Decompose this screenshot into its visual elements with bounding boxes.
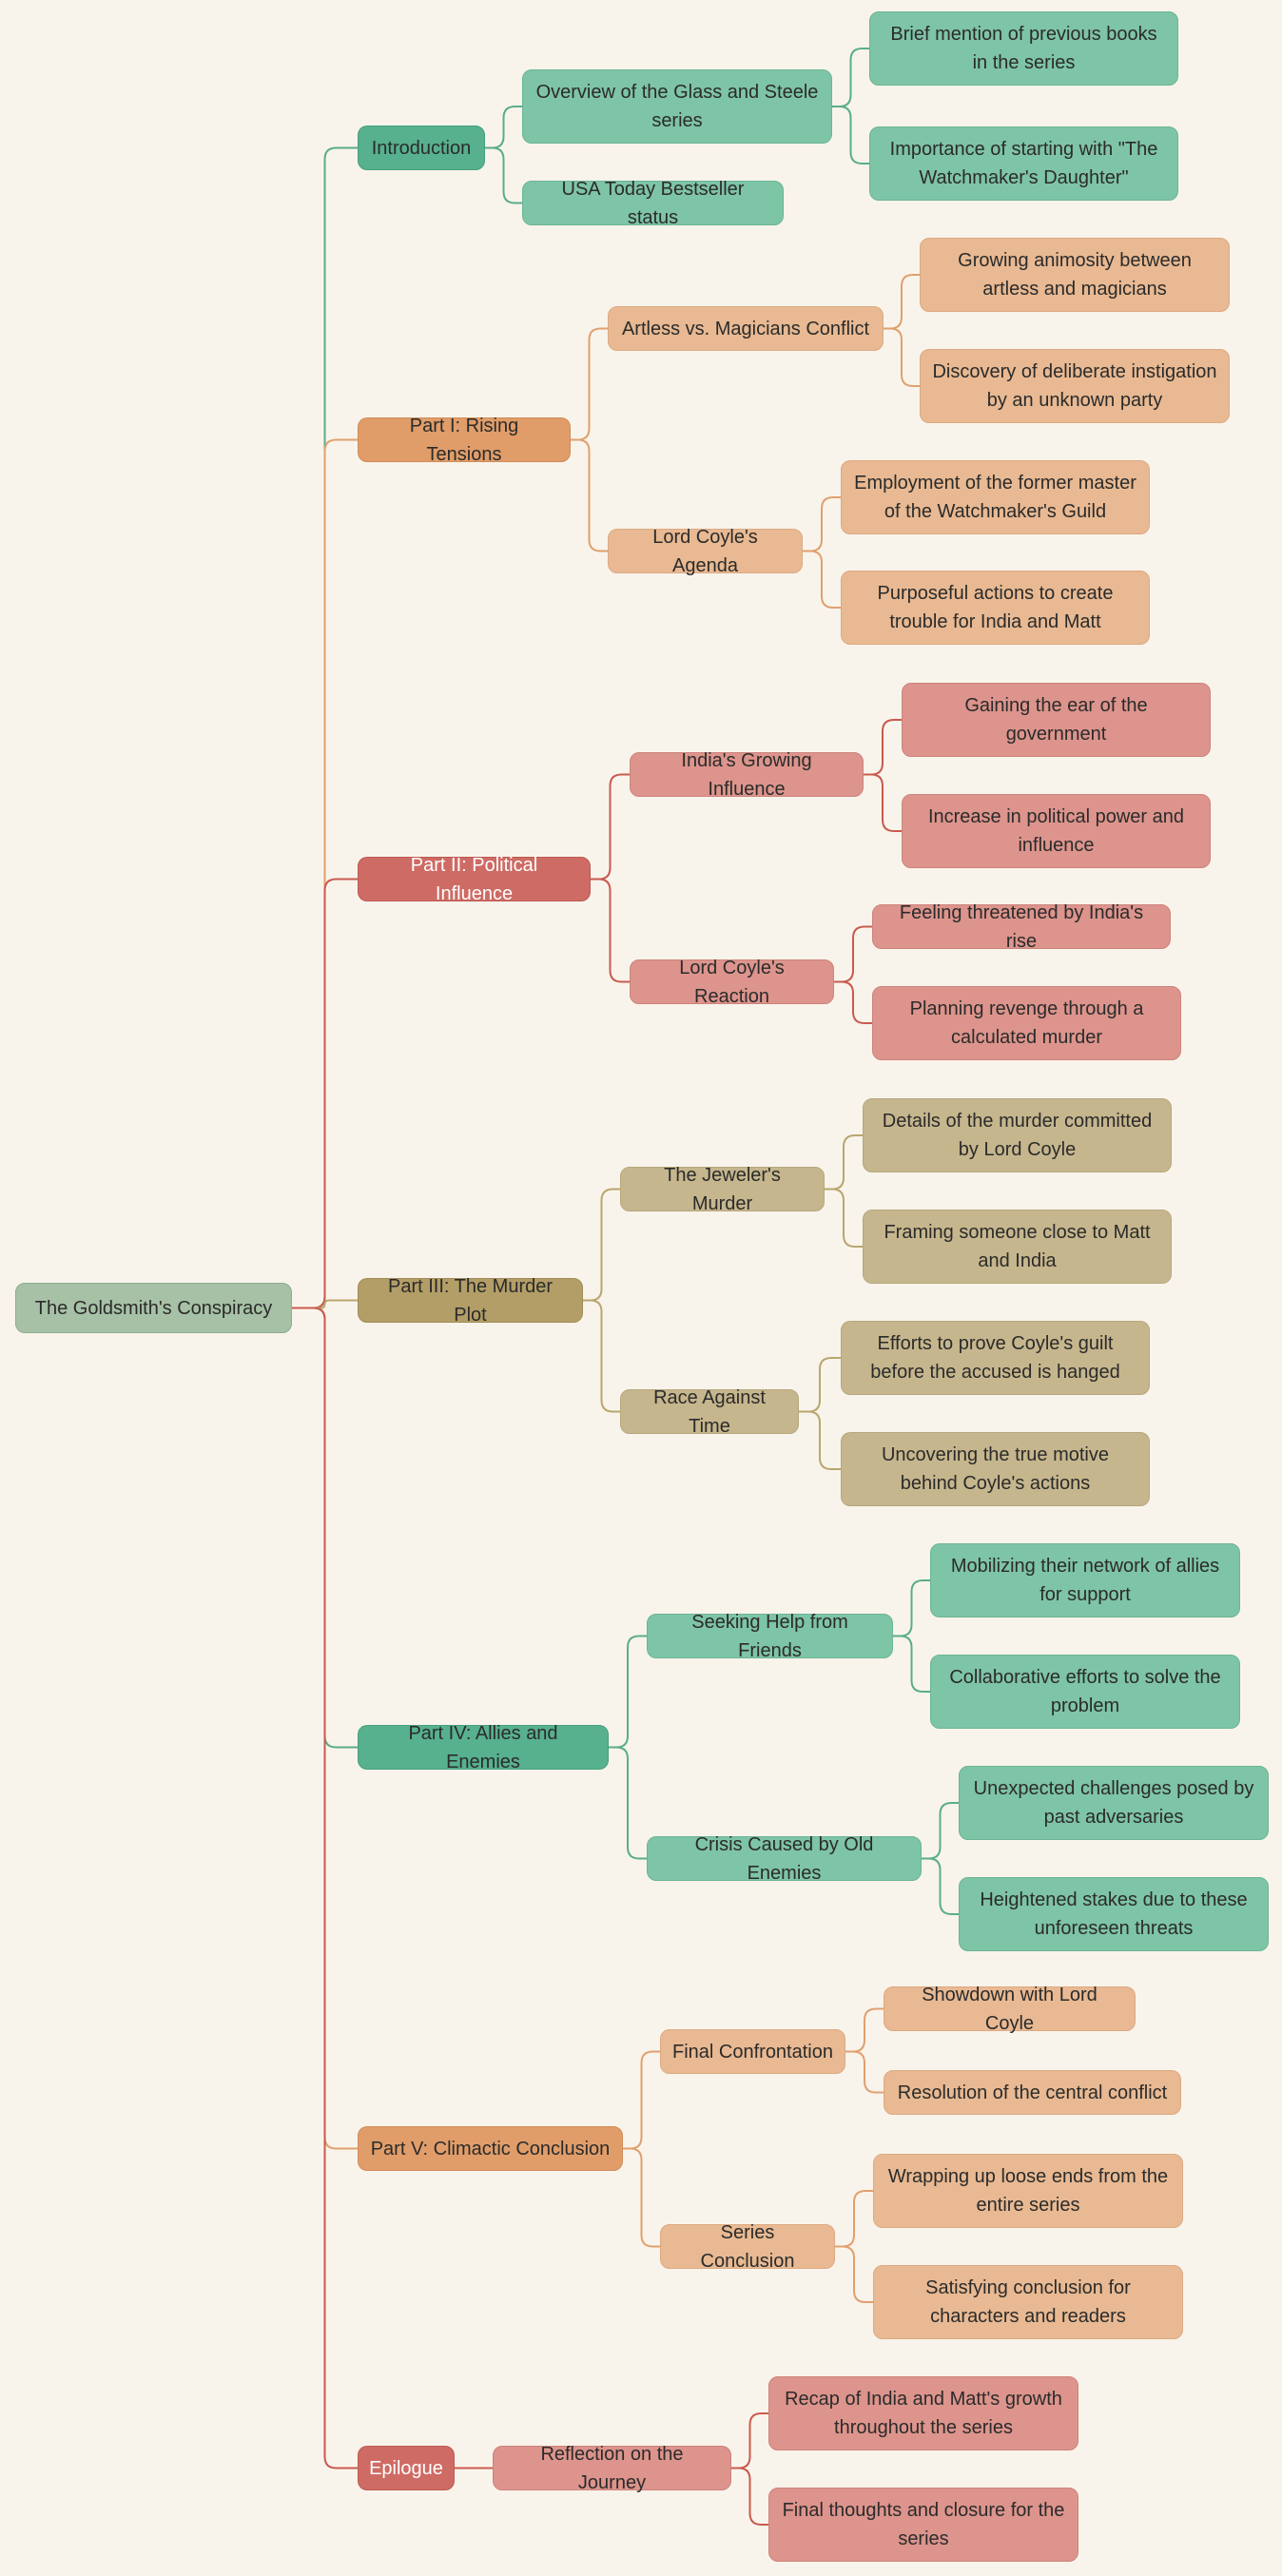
branch-node[interactable]: Part II: Political Influence bbox=[358, 855, 591, 904]
connector-root-to-branch bbox=[292, 1307, 358, 2469]
connector-branch-to-topic bbox=[623, 2147, 660, 2248]
connector-branch-to-topic bbox=[609, 1746, 647, 1860]
connector-topic-to-detail bbox=[825, 1134, 863, 1191]
detail-node[interactable]: Growing animosity between artless and ma… bbox=[920, 238, 1230, 312]
topic-node[interactable]: Overview of the Glass and Steele series bbox=[522, 69, 832, 144]
detail-node[interactable]: Importance of starting with "The Watchma… bbox=[869, 126, 1178, 201]
connector-topic-to-detail bbox=[835, 2190, 873, 2248]
root-node[interactable]: The Goldsmith's Conspiracy bbox=[15, 1283, 292, 1333]
detail-node[interactable]: Increase in political power and influenc… bbox=[902, 794, 1211, 868]
topic-node[interactable]: Lord Coyle's Agenda bbox=[608, 527, 803, 576]
detail-node[interactable]: Recap of India and Matt's growth through… bbox=[768, 2376, 1078, 2450]
detail-node[interactable]: Employment of the former master of the W… bbox=[841, 460, 1150, 534]
connector-branch-to-topic bbox=[623, 2050, 660, 2150]
detail-node[interactable]: Framing someone close to Matt and India bbox=[863, 1210, 1172, 1284]
connector-branch-to-topic bbox=[571, 438, 608, 552]
connector-branch-to-topic bbox=[591, 878, 630, 983]
connector-topic-to-detail bbox=[731, 2467, 768, 2526]
detail-node[interactable]: Details of the murder committed by Lord … bbox=[863, 1098, 1172, 1172]
branch-node[interactable]: Part IV: Allies and Enemies bbox=[358, 1723, 609, 1772]
connector-topic-to-detail bbox=[922, 1857, 959, 1915]
connector-topic-to-detail bbox=[799, 1410, 841, 1470]
topic-node[interactable]: Final Confrontation bbox=[660, 2029, 845, 2074]
topic-node[interactable]: India's Growing Influence bbox=[630, 750, 864, 800]
connector-topic-to-detail bbox=[845, 2050, 884, 2094]
connector-branch-to-topic bbox=[609, 1635, 647, 1749]
connector-branch-to-topic bbox=[583, 1188, 620, 1302]
connector-root-to-branch bbox=[292, 1299, 358, 1309]
detail-node[interactable]: Resolution of the central conflict bbox=[884, 2070, 1181, 2115]
connector-topic-to-detail bbox=[864, 773, 902, 832]
detail-node[interactable]: Wrapping up loose ends from the entire s… bbox=[873, 2154, 1183, 2228]
detail-node[interactable]: Uncovering the true motive behind Coyle'… bbox=[841, 1432, 1150, 1506]
detail-node[interactable]: Satisfying conclusion for characters and… bbox=[873, 2265, 1183, 2339]
connector-topic-to-detail bbox=[834, 925, 872, 983]
connector-root-to-branch bbox=[292, 878, 358, 1309]
detail-node[interactable]: Efforts to prove Coyle's guilt before th… bbox=[841, 1321, 1150, 1395]
detail-node[interactable]: Unexpected challenges posed by past adve… bbox=[959, 1766, 1269, 1840]
connector-branch-to-topic bbox=[583, 1299, 620, 1413]
detail-node[interactable]: Gaining the ear of the government bbox=[902, 683, 1211, 757]
detail-node[interactable]: Planning revenge through a calculated mu… bbox=[872, 986, 1181, 1060]
connector-topic-to-detail bbox=[893, 1579, 930, 1637]
connector-topic-to-detail bbox=[884, 327, 920, 387]
connector-topic-to-detail bbox=[832, 48, 869, 107]
connector-branch-to-topic bbox=[571, 327, 608, 441]
topic-node[interactable]: Seeking Help from Friends bbox=[647, 1612, 893, 1661]
topic-node[interactable]: Crisis Caused by Old Enemies bbox=[647, 1834, 922, 1884]
connector-branch-to-topic bbox=[485, 106, 522, 149]
detail-node[interactable]: Collaborative efforts to solve the probl… bbox=[930, 1655, 1240, 1729]
connector-topic-to-detail bbox=[825, 1188, 863, 1248]
branch-node[interactable]: Part V: Climactic Conclusion bbox=[358, 2126, 623, 2171]
connector-topic-to-detail bbox=[803, 496, 841, 552]
connector-branch-to-topic bbox=[591, 773, 630, 881]
detail-node[interactable]: Heightened stakes due to these unforesee… bbox=[959, 1877, 1269, 1951]
detail-node[interactable]: Showdown with Lord Coyle bbox=[884, 1985, 1136, 2034]
topic-node[interactable]: USA Today Bestseller status bbox=[522, 179, 784, 228]
detail-node[interactable]: Final thoughts and closure for the serie… bbox=[768, 2488, 1078, 2562]
topic-node[interactable]: Reflection on the Journey bbox=[493, 2444, 731, 2493]
branch-node[interactable]: Introduction bbox=[358, 126, 485, 170]
branch-node[interactable]: Part I: Rising Tensions bbox=[358, 416, 571, 465]
detail-node[interactable]: Purposeful actions to create trouble for… bbox=[841, 571, 1150, 645]
connector-topic-to-detail bbox=[864, 719, 902, 776]
connector-topic-to-detail bbox=[845, 2007, 884, 2053]
branch-node[interactable]: Epilogue bbox=[358, 2446, 455, 2490]
connector-topic-to-detail bbox=[835, 2245, 873, 2303]
topic-node[interactable]: Artless vs. Magicians Conflict bbox=[608, 306, 884, 351]
topic-node[interactable]: Race Against Time bbox=[620, 1387, 799, 1437]
branch-node[interactable]: Part III: The Murder Plot bbox=[358, 1276, 583, 1326]
connector-topic-to-detail bbox=[893, 1635, 930, 1693]
connector-topic-to-detail bbox=[799, 1357, 841, 1413]
connector-topic-to-detail bbox=[731, 2412, 768, 2469]
connector-topic-to-detail bbox=[884, 274, 920, 330]
connector-topic-to-detail bbox=[832, 106, 869, 165]
connector-branch-to-topic bbox=[485, 146, 522, 204]
topic-node[interactable]: The Jeweler's Murder bbox=[620, 1165, 825, 1214]
topic-node[interactable]: Lord Coyle's Reaction bbox=[630, 958, 834, 1007]
connector-topic-to-detail bbox=[834, 980, 872, 1024]
detail-node[interactable]: Mobilizing their network of allies for s… bbox=[930, 1543, 1240, 1617]
detail-node[interactable]: Brief mention of previous books in the s… bbox=[869, 11, 1178, 86]
topic-node[interactable]: Series Conclusion bbox=[660, 2222, 835, 2272]
connector-topic-to-detail bbox=[922, 1802, 959, 1860]
connector-topic-to-detail bbox=[803, 550, 841, 609]
detail-node[interactable]: Feeling threatened by India's rise bbox=[872, 902, 1171, 952]
detail-node[interactable]: Discovery of deliberate instigation by a… bbox=[920, 349, 1230, 423]
